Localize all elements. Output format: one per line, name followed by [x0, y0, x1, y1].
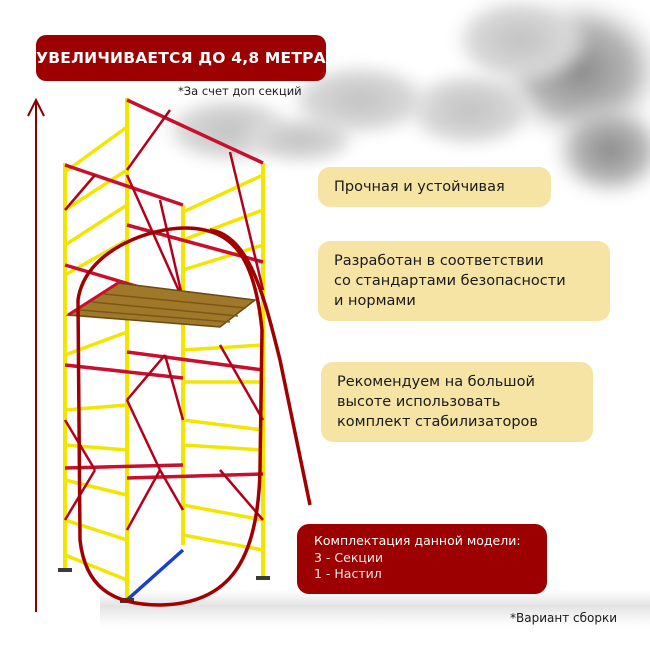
- height-arrow-icon: [27, 97, 45, 612]
- feature-text: Рекомендуем на большой высоте использова…: [337, 374, 538, 430]
- title-banner: УВЕЛИЧИВАЕТСЯ ДО 4,8 МЕТРА: [36, 35, 326, 81]
- kit-contents-box: Комплектация данной модели: 3 - Секции 1…: [297, 524, 547, 594]
- assembly-variant-note: *Вариант сборки: [510, 611, 618, 625]
- banner-title: УВЕЛИЧИВАЕТСЯ ДО 4,8 МЕТРА: [36, 49, 326, 67]
- feature-callout-standards: Разработан в соответствии со стандартами…: [318, 241, 610, 321]
- feature-callout-stabilizers: Рекомендуем на большой высоте использова…: [321, 362, 593, 442]
- feature-text: Прочная и устойчивая: [334, 179, 505, 195]
- kit-item-deck: 1 - Настил: [314, 566, 382, 581]
- platform-deck: [65, 281, 257, 328]
- highlight-loop-icon: [76, 226, 312, 607]
- kit-item-sections: 3 - Секции: [314, 550, 384, 565]
- banner-footnote: *За счет доп секций: [178, 84, 302, 98]
- kit-title: Комплектация данной модели:: [314, 533, 521, 548]
- ground-shadow: [100, 590, 650, 630]
- feature-text: Разработан в соответствии со стандартами…: [334, 253, 566, 309]
- feature-callout-strength: Прочная и устойчивая: [318, 167, 551, 207]
